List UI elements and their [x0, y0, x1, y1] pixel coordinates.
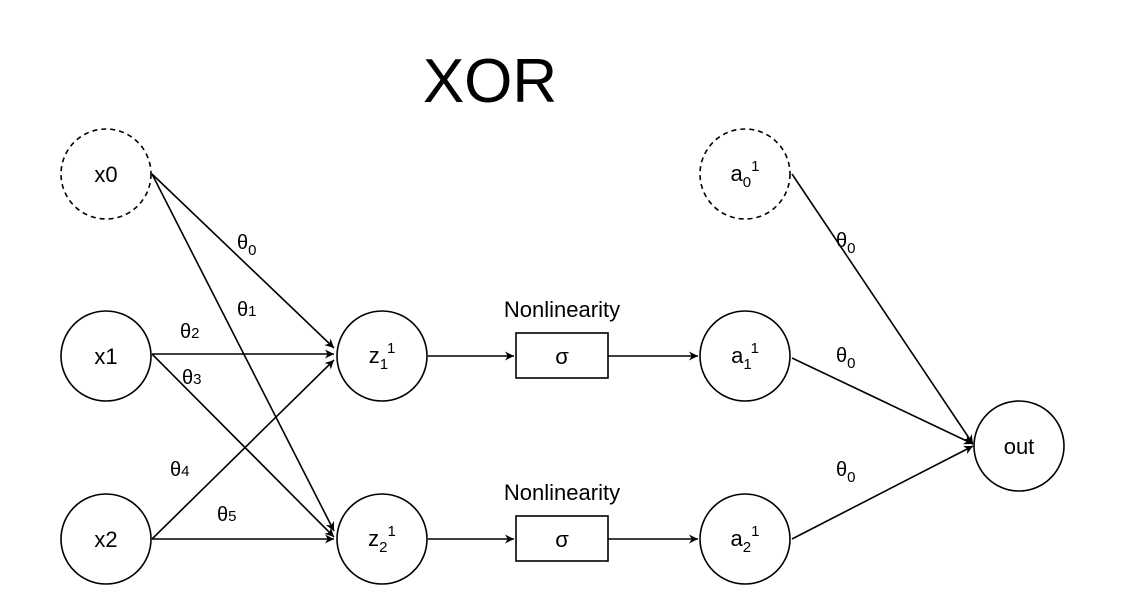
edge-x1-z2 — [151, 353, 335, 538]
edge-a1-out — [791, 357, 974, 445]
edge-label-theta0: θ0 — [237, 232, 256, 259]
node-x2-label: x2 — [94, 527, 117, 552]
sigma-bottom-box — [515, 515, 609, 562]
sigma-top-box — [515, 332, 609, 379]
node-a0-label: a01 — [731, 158, 760, 191]
nonlinearity-bottom-caption: Nonlinearity — [504, 480, 620, 505]
node-a1-label: a11 — [731, 340, 759, 373]
edge-x0-z2 — [151, 173, 335, 532]
node-x1-circle — [60, 310, 152, 402]
edge-label-a0-out-theta0: θ0 — [836, 230, 855, 257]
nonlinearity-top-caption: Nonlinearity — [504, 297, 620, 322]
edge-label-theta5: θ5 — [217, 504, 236, 526]
edge-label-theta4: θ4 — [170, 459, 189, 481]
node-out-circle — [973, 400, 1065, 492]
node-z1-circle — [336, 310, 428, 402]
edge-label-a1-out-theta0: θ0 — [836, 345, 855, 372]
node-a0-circle — [699, 128, 791, 220]
edge-label-theta3: θ3 — [182, 367, 201, 389]
edge-label-a2-out-theta0: θ0 — [836, 459, 855, 486]
diagram-title: XOR — [423, 47, 557, 116]
node-z1-label: z11 — [369, 340, 396, 373]
edge-a2-out — [791, 445, 974, 540]
edge-x2-z1 — [151, 359, 335, 540]
node-out-label: out — [1004, 434, 1035, 459]
edge-label-theta1: θ1 — [237, 299, 256, 321]
sigma-top-label: σ — [555, 344, 569, 369]
node-a2-label: a21 — [731, 523, 760, 556]
node-x0-label: x0 — [94, 162, 117, 187]
node-x1-label: x1 — [94, 344, 117, 369]
node-a2-circle — [699, 493, 791, 585]
sigma-bottom-label: σ — [555, 527, 569, 552]
node-x0-circle — [60, 128, 152, 220]
node-a1-circle — [699, 310, 791, 402]
edge-a0-out — [791, 173, 974, 445]
edge-label-theta2: θ2 — [180, 321, 199, 343]
node-x2-circle — [60, 493, 152, 585]
edge-x0-z1 — [151, 173, 335, 349]
node-z2-circle — [336, 493, 428, 585]
node-z2-label: z21 — [368, 523, 396, 556]
